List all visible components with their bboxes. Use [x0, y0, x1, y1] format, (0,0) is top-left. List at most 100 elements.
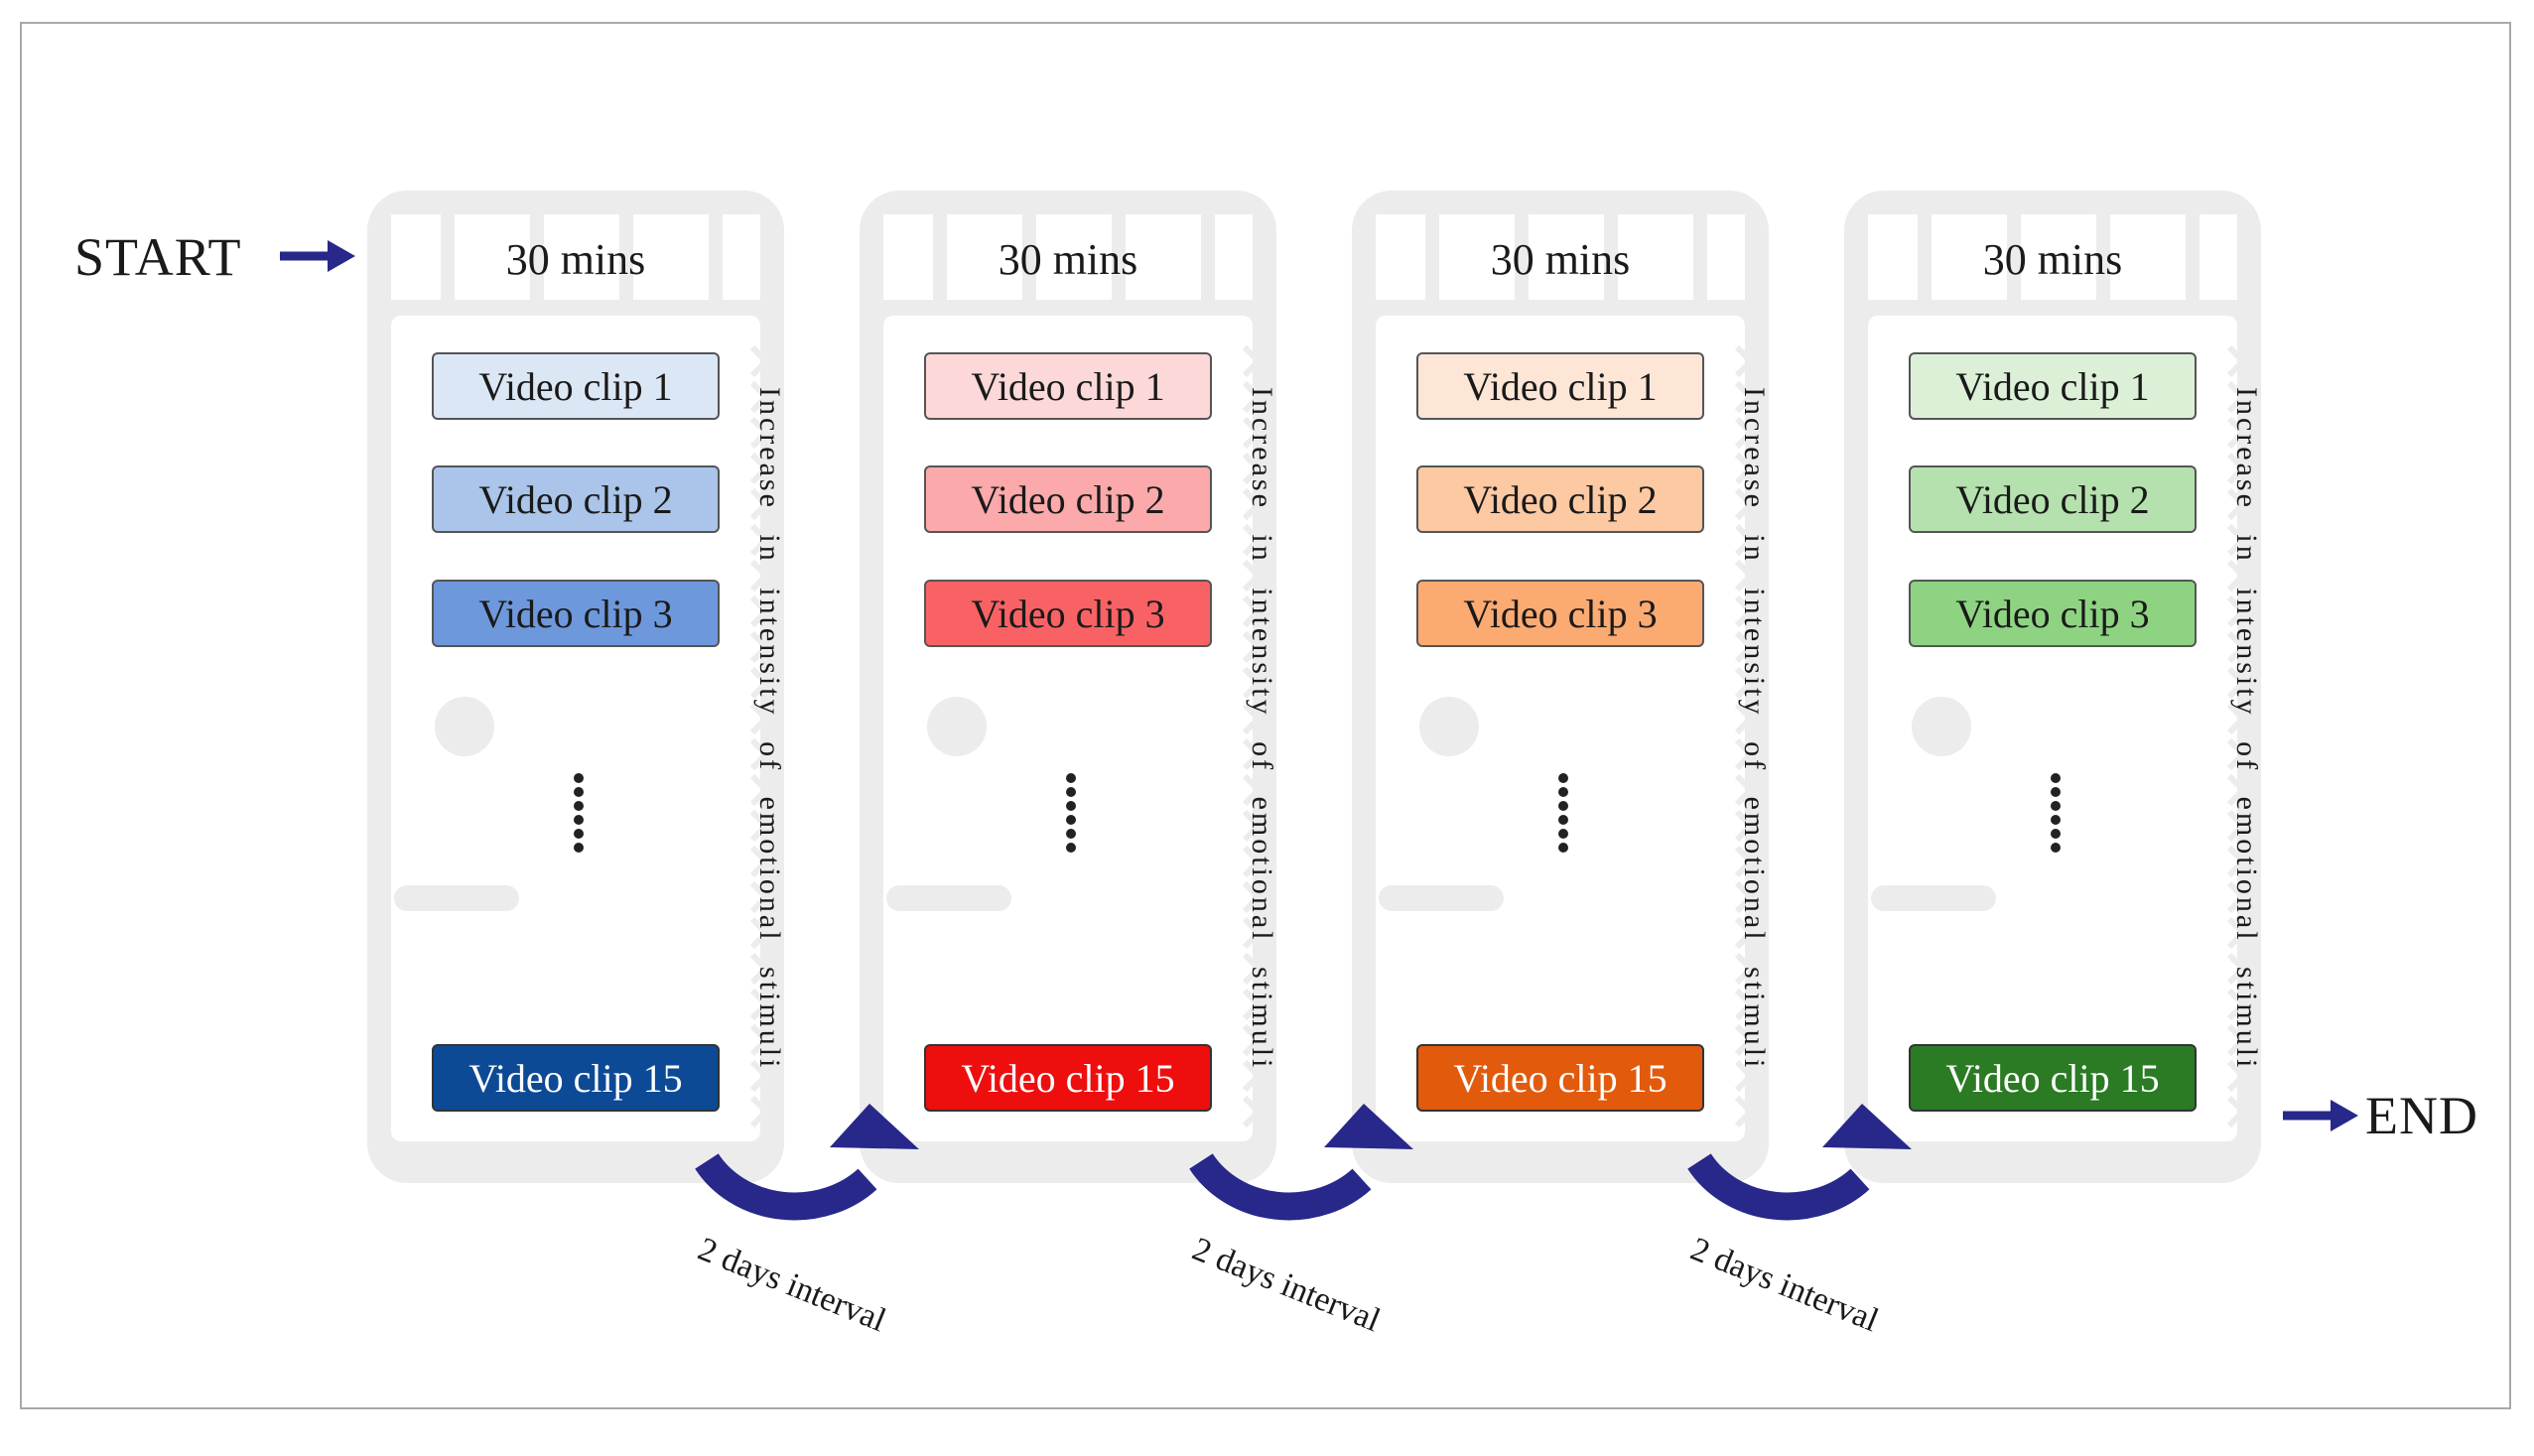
interval-1-arrowhead: [830, 1104, 919, 1149]
session-1-chevron: [749, 702, 771, 735]
start-arrow-head: [328, 240, 355, 272]
session-2-chevron: [1242, 845, 1264, 878]
session-3-ellipsis-dot: [1558, 787, 1568, 797]
session-4-ellipsis-dot: [2051, 801, 2061, 811]
session-2-chevron: [1242, 773, 1264, 807]
end-arrow-head: [2331, 1100, 2358, 1131]
session-4-chevron: [2226, 880, 2248, 914]
session-3-film-divider: [1604, 199, 1618, 308]
session-1-clip-3: Video clip 3: [432, 580, 720, 647]
session-2-ellipsis-dot: [1066, 843, 1076, 853]
session-4-chevron: [2226, 952, 2248, 986]
session-2-chevron: [1242, 1023, 1264, 1057]
session-3-chevron: [1734, 988, 1756, 1021]
session-1-chevron: [749, 1059, 771, 1093]
session-3-chevron: [1734, 344, 1756, 378]
session-1-chevron: [749, 880, 771, 914]
session-3-clip-1: Video clip 1: [1416, 352, 1704, 420]
session-1-chevron: [749, 416, 771, 450]
session-1-ellipsis-dot: [574, 815, 584, 825]
session-3-ellipsis-dot: [1558, 801, 1568, 811]
session-2-chevron: [1242, 344, 1264, 378]
session-3-duration: 30 mins: [1490, 235, 1631, 284]
session-1-chevron: [749, 380, 771, 414]
session-4-chevron: [2226, 380, 2248, 414]
session-1-duration: 30 mins: [505, 235, 646, 284]
session-3-chevron: [1734, 1023, 1756, 1057]
session-2-ellipsis-dot: [1066, 815, 1076, 825]
session-3-clip-15: Video clip 15: [1416, 1044, 1704, 1112]
session-4-chevron: [2226, 523, 2248, 557]
session-4-ellipsis-dot: [2051, 843, 2061, 853]
session-4-chevron: [2226, 1059, 2248, 1093]
session-3-chevron: [1734, 630, 1756, 664]
session-4-film-divider: [2007, 199, 2021, 308]
session-4-clip-1: Video clip 1: [1909, 352, 2197, 420]
session-3-chevron: [1734, 416, 1756, 450]
session-2-chevron: [1242, 416, 1264, 450]
session-1-intensity-label: Increase in intensity of emotional stimu…: [753, 387, 786, 1071]
session-1-chevron: [749, 630, 771, 664]
session-4-film-divider: [2096, 199, 2110, 308]
session-2-chevron: [1242, 523, 1264, 557]
session-3-chevron: [1734, 487, 1756, 521]
session-1-chevron: [749, 1023, 771, 1057]
session-2-ellipsis-dot: [1066, 829, 1076, 839]
session-1-chevron: [749, 1095, 771, 1128]
session-1-ellipsis-dot: [574, 801, 584, 811]
session-2-duration: 30 mins: [998, 235, 1138, 284]
session-4-clip-2: Video clip 2: [1909, 465, 2197, 533]
start-label: START: [74, 227, 242, 287]
session-2-chevron: [1242, 1095, 1264, 1128]
interval-1-curve: [695, 1153, 877, 1221]
session-1-chevron: [749, 988, 771, 1021]
session-3-chevron: [1734, 737, 1756, 771]
session-1-chevron: [749, 344, 771, 378]
session-3-clip-2: Video clip 2: [1416, 465, 1704, 533]
session-2-face-eye: [927, 697, 987, 756]
session-3-chevron: [1734, 916, 1756, 950]
session-3-chevron: [1734, 809, 1756, 843]
session-4-chevron: [2226, 1095, 2248, 1128]
session-4-chevron: [2226, 809, 2248, 843]
session-2-chevron: [1242, 1059, 1264, 1093]
session-3-ellipsis-dot: [1558, 815, 1568, 825]
interval-2-curve: [1189, 1153, 1372, 1221]
session-2-chevron: [1242, 988, 1264, 1021]
session-4-chevron: [2226, 595, 2248, 628]
session-3-face-eye: [1419, 697, 1479, 756]
session-1-clip-1: Video clip 1: [432, 352, 720, 420]
session-4-intensity-label: Increase in intensity of emotional stimu…: [2230, 387, 2263, 1071]
session-2-film-divider: [1201, 199, 1215, 308]
session-3-film-divider: [1693, 199, 1707, 308]
session-3-chevron: [1734, 595, 1756, 628]
session-4-chevron: [2226, 737, 2248, 771]
session-3-film-divider: [1425, 199, 1439, 308]
session-3-chevron: [1734, 773, 1756, 807]
session-1-chevron: [749, 595, 771, 628]
session-4-chevron: [2226, 344, 2248, 378]
session-1-chevron: [749, 952, 771, 986]
session-3-chevron: [1734, 380, 1756, 414]
session-4-ellipsis-dot: [2051, 773, 2061, 783]
session-3-ellipsis-dot: [1558, 773, 1568, 783]
session-3-chevron: [1734, 702, 1756, 735]
session-1-chevron: [749, 452, 771, 485]
session-1-clip-15: Video clip 15: [432, 1044, 720, 1112]
session-4-chevron: [2226, 487, 2248, 521]
session-1-film-divider: [619, 199, 633, 308]
session-4-chevron: [2226, 988, 2248, 1021]
session-2-film-divider: [1112, 199, 1126, 308]
session-1-chevron: [749, 523, 771, 557]
session-2-clip-1: Video clip 1: [924, 352, 1212, 420]
session-2-chevron: [1242, 630, 1264, 664]
session-2-chevron: [1242, 666, 1264, 700]
session-1-film-divider: [530, 199, 544, 308]
end-label: END: [2365, 1086, 2478, 1145]
session-3-chevron: [1734, 523, 1756, 557]
session-4-chevron: [2226, 416, 2248, 450]
session-4-chevron: [2226, 916, 2248, 950]
session-2-chevron: [1242, 595, 1264, 628]
session-3-chevron: [1734, 1059, 1756, 1093]
